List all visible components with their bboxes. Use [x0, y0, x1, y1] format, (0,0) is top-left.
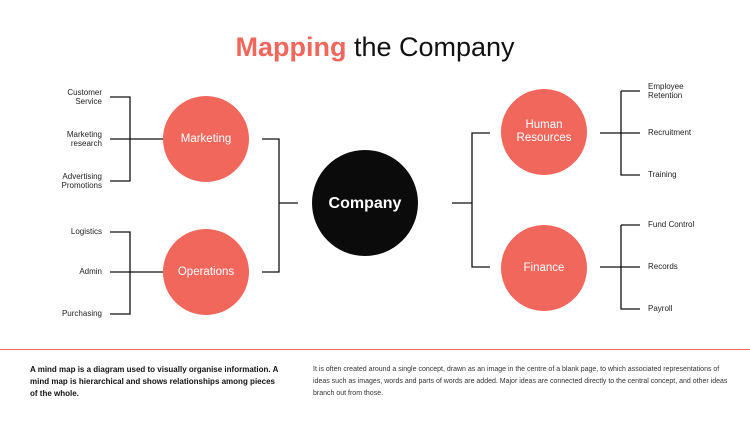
- footer-description: It is often created around a single conc…: [313, 366, 728, 397]
- operations-leaf-bracket: [110, 231, 165, 315]
- operations-node: Operations: [163, 229, 249, 315]
- leaf-advertising-promotions: Advertising Promotions: [61, 171, 102, 191]
- leaf-training: Training: [648, 170, 677, 180]
- finance-node: Finance: [501, 225, 587, 311]
- hr-label: Human Resources: [516, 119, 572, 144]
- leaf-customer-service: Customer Service: [67, 87, 102, 107]
- left-branch-bracket: [262, 138, 298, 273]
- finance-label: Finance: [523, 261, 565, 274]
- footer-divider: [0, 349, 750, 350]
- title-rest: the Company: [346, 32, 515, 62]
- leaf-recruitment: Recruitment: [648, 128, 692, 138]
- leaf-payroll: Payroll: [648, 304, 673, 314]
- leaf-logistics: Logistics: [70, 227, 102, 237]
- page-title: Mapping the Company: [0, 30, 750, 64]
- leaf-employee-retention: Employee Retention: [648, 81, 684, 101]
- leaf-purchasing: Purchasing: [61, 309, 102, 319]
- finance-leaf-bracket: [600, 224, 640, 310]
- marketing-leaf-bracket: [110, 96, 165, 182]
- central-label: Company: [328, 194, 402, 212]
- right-branch-bracket: [452, 132, 490, 268]
- title-accent: Mapping: [235, 32, 347, 62]
- operations-label: Operations: [177, 265, 235, 278]
- footer-summary: A mind map is a diagram used to visually…: [30, 365, 279, 398]
- central-node: Company: [312, 150, 418, 256]
- hr-node: Human Resources: [501, 89, 587, 175]
- leaf-records: Records: [648, 262, 678, 272]
- hr-leaf-bracket: [600, 90, 640, 176]
- leaf-marketing-research: Marketing research: [66, 129, 102, 149]
- leaf-fund-control: Fund Control: [648, 220, 695, 230]
- marketing-node: Marketing: [163, 96, 249, 182]
- marketing-label: Marketing: [180, 132, 232, 145]
- leaf-admin: Admin: [79, 267, 102, 277]
